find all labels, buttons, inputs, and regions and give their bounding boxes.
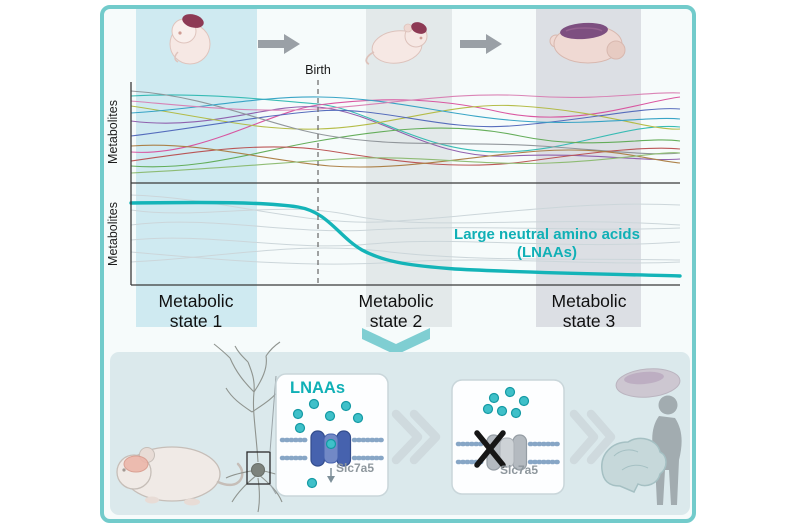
stage-arrow-1-icon [258, 34, 300, 54]
blocked-transport-box [451, 379, 565, 495]
stage-arrow-2-icon [460, 34, 502, 54]
transported-lnaa-dot [306, 477, 318, 489]
state3-line2: state 3 [562, 311, 616, 331]
chevron-right-icons-1 [391, 409, 441, 465]
newborn-pup-icon [365, 22, 428, 65]
x-mark-icon [474, 430, 506, 468]
state2-line1: Metabolic [358, 291, 434, 311]
slc7a5-blocked-label: Slc7a5 [500, 463, 539, 477]
slc7a5-active-label: Slc7a5 [336, 461, 375, 475]
slc7a5-transporter-active [310, 430, 352, 467]
y-axis-label-top: Metabolites [106, 100, 120, 164]
embryo-icon [169, 14, 211, 65]
human-brain-icon [601, 437, 667, 493]
chart-axes [130, 82, 680, 286]
state2-band [366, 9, 452, 327]
neuron-icon [213, 341, 293, 513]
down-arrow-icon [362, 328, 430, 355]
lnaa-annotation-line2: (LNAAs) [517, 244, 577, 261]
chevron-right-icons-2 [569, 409, 616, 465]
lnaa-dots [292, 398, 364, 434]
faded-mouse-brain-icon [615, 368, 681, 398]
adult-brain-icon [549, 22, 626, 64]
lnaa-annotation: Large neutral amino acids (LNAAs) [422, 226, 672, 262]
birth-label: Birth [305, 63, 331, 77]
magnifier-connector-top [269, 375, 277, 453]
magnifier-connector-bottom [269, 483, 277, 495]
y-axis-label-bottom: Metabolites [106, 202, 120, 266]
state3-line1: Metabolic [551, 291, 627, 311]
x-axis-label-state1: Metabolic state 1 [126, 291, 266, 331]
metabolite-lines [130, 90, 681, 174]
human-silhouette-icon [652, 395, 682, 505]
lnaa-dots-accumulated [482, 386, 530, 419]
state1-line1: Metabolic [158, 291, 234, 311]
membrane [279, 437, 385, 461]
x-axis-label-state2: Metabolic state 2 [326, 291, 466, 331]
state2-line2: state 2 [369, 311, 423, 331]
mouse-icon [116, 446, 244, 506]
lnaas-box-label: LNAAs [290, 379, 346, 397]
lnaa-trend-line [129, 200, 682, 278]
state1-line2: state 1 [169, 311, 223, 331]
magnifier-box [246, 451, 271, 485]
lnaa-annotation-line1: Large neutral amino acids [454, 226, 640, 243]
lnaa-transport-box [275, 373, 389, 497]
x-axis-label-state3: Metabolic state 3 [519, 291, 659, 331]
